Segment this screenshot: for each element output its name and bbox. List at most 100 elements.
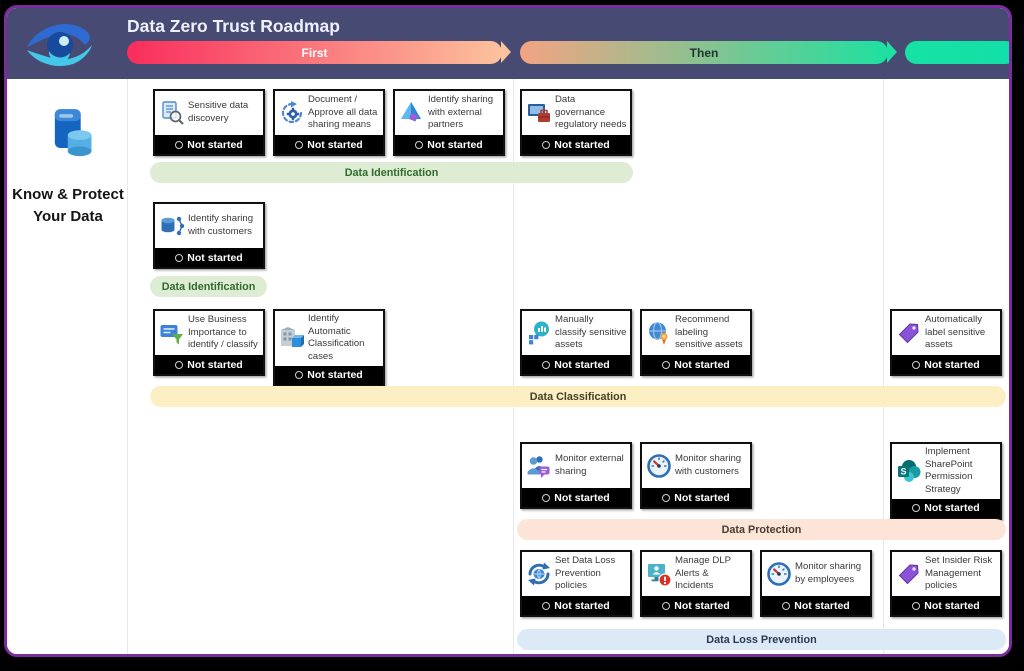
column-divider bbox=[513, 79, 514, 654]
column-divider bbox=[883, 79, 884, 654]
card-manage-dlp-alerts[interactable]: Manage DLP Alerts & Incidents Not starte… bbox=[640, 550, 752, 617]
status-label: Not started bbox=[554, 138, 610, 151]
card-status: Not started bbox=[762, 596, 870, 615]
not-started-icon bbox=[912, 360, 921, 369]
card-body: Monitor sharing with customers bbox=[642, 444, 750, 488]
card-sharepoint-permission-strategy[interactable]: S Implement SharePoint Permission Strate… bbox=[890, 442, 1002, 520]
not-started-icon bbox=[295, 371, 304, 380]
status-label: Not started bbox=[187, 138, 243, 151]
card-title: Identify sharing with external partners bbox=[428, 94, 494, 131]
card-body: Identify sharing with customers bbox=[155, 204, 263, 248]
card-funnel-icon bbox=[158, 320, 185, 347]
card-status: Not started bbox=[522, 355, 630, 374]
chart-bubble-icon bbox=[525, 320, 552, 347]
not-started-icon bbox=[662, 601, 671, 610]
globe-ribbon-icon bbox=[645, 320, 672, 347]
checklist-magnifier-icon bbox=[158, 100, 185, 127]
band-data-identification: Data Identification bbox=[150, 162, 633, 183]
card-title: Document / Approve all data sharing mean… bbox=[308, 94, 378, 131]
not-started-icon bbox=[295, 140, 304, 149]
roadmap-window: Data Zero Trust Roadmap First Then Know … bbox=[4, 5, 1012, 657]
card-recommend-labeling[interactable]: Recommend labeling sensitive assets Not … bbox=[640, 309, 752, 376]
prism-icon bbox=[398, 100, 425, 127]
database-share-icon bbox=[158, 213, 185, 240]
card-monitor-sharing-customers[interactable]: Monitor sharing with customers Not start… bbox=[640, 442, 752, 509]
status-label: Not started bbox=[307, 369, 363, 382]
card-business-importance[interactable]: Use Business Importance to identify / cl… bbox=[153, 309, 265, 376]
band-label: Data Loss Prevention bbox=[706, 633, 817, 646]
band-data-classification: Data Classification bbox=[150, 386, 1006, 407]
card-status: Not started bbox=[522, 135, 630, 154]
card-title: Identify sharing with customers bbox=[188, 213, 254, 237]
not-started-icon bbox=[175, 360, 184, 369]
status-label: Not started bbox=[307, 138, 363, 151]
card-title: Sensitive data discovery bbox=[188, 100, 249, 124]
card-body: Use Business Importance to identify / cl… bbox=[155, 311, 263, 355]
card-title: Implement SharePoint Permission Strategy bbox=[925, 446, 973, 495]
card-body: S Implement SharePoint Permission Strate… bbox=[892, 444, 1000, 499]
status-label: Not started bbox=[187, 358, 243, 371]
card-title: Monitor external sharing bbox=[555, 453, 624, 477]
card-document-approve-sharing[interactable]: Document / Approve all data sharing mean… bbox=[273, 89, 385, 156]
status-label: Not started bbox=[554, 358, 610, 371]
card-manually-classify-assets[interactable]: Manually classify sensitive assets Not s… bbox=[520, 309, 632, 376]
phase-arrow-first: First bbox=[127, 41, 511, 64]
card-status: Not started bbox=[892, 355, 1000, 374]
monitor-alert-icon bbox=[645, 561, 672, 588]
card-status: Not started bbox=[275, 365, 383, 385]
phase-label: First bbox=[301, 45, 328, 60]
not-started-icon bbox=[542, 140, 551, 149]
sharepoint-icon: S bbox=[895, 458, 922, 485]
band-label: Data Identification bbox=[344, 166, 439, 179]
card-status: Not started bbox=[892, 498, 1000, 518]
svg-text:S: S bbox=[900, 467, 906, 477]
card-body: Monitor sharing by employees bbox=[762, 552, 870, 596]
card-sensitive-data-discovery[interactable]: Sensitive data discovery Not started bbox=[153, 89, 265, 156]
card-status: Not started bbox=[522, 596, 630, 615]
card-body: Identify Automatic Classification cases bbox=[275, 311, 383, 366]
phase-arrow-next bbox=[905, 41, 1009, 64]
card-body: Manage DLP Alerts & Incidents bbox=[642, 552, 750, 596]
card-data-governance-regulatory[interactable]: Data governance regulatory needs Not sta… bbox=[520, 89, 632, 156]
card-monitor-external-sharing[interactable]: Monitor external sharing Not started bbox=[520, 442, 632, 509]
not-started-icon bbox=[912, 504, 921, 513]
card-status: Not started bbox=[642, 355, 750, 374]
card-title: Data governance regulatory needs bbox=[555, 94, 627, 131]
category-label: Know & Protect Your Data bbox=[12, 186, 124, 225]
card-status: Not started bbox=[522, 488, 630, 507]
card-status: Not started bbox=[155, 355, 263, 374]
card-title: Set Data Loss Prevention policies bbox=[555, 555, 616, 592]
card-title: Recommend labeling sensitive assets bbox=[675, 314, 743, 351]
status-label: Not started bbox=[674, 599, 730, 612]
card-status: Not started bbox=[155, 135, 263, 154]
header: Data Zero Trust Roadmap First Then bbox=[7, 8, 1009, 79]
card-status: Not started bbox=[642, 596, 750, 615]
sync-sphere-icon bbox=[525, 561, 552, 588]
card-automatically-label-assets[interactable]: Automatically label sensitive assets Not… bbox=[890, 309, 1002, 376]
not-started-icon bbox=[175, 253, 184, 262]
not-started-icon bbox=[662, 493, 671, 502]
card-body: Identify sharing with external partners bbox=[395, 91, 503, 135]
card-automatic-classification-cases[interactable]: Identify Automatic Classification cases … bbox=[273, 309, 385, 387]
card-set-dlp-policies[interactable]: Set Data Loss Prevention policies Not st… bbox=[520, 550, 632, 617]
not-started-icon bbox=[662, 360, 671, 369]
card-identify-external-partners[interactable]: Identify sharing with external partners … bbox=[393, 89, 505, 156]
band-data-loss-prevention: Data Loss Prevention bbox=[517, 629, 1006, 650]
band-label: Data Classification bbox=[529, 390, 627, 403]
card-insider-risk-policies[interactable]: Set Insider Risk Management policies Not… bbox=[890, 550, 1002, 617]
not-started-icon bbox=[415, 140, 424, 149]
not-started-icon bbox=[782, 601, 791, 610]
people-chat-icon bbox=[525, 453, 552, 480]
card-identify-sharing-customers[interactable]: Identify sharing with customers Not star… bbox=[153, 202, 265, 269]
card-body: Sensitive data discovery bbox=[155, 91, 263, 135]
card-title: Manually classify sensitive assets bbox=[555, 314, 627, 351]
phase-label: Then bbox=[689, 45, 719, 60]
status-label: Not started bbox=[924, 358, 980, 371]
status-label: Not started bbox=[794, 599, 850, 612]
column-divider bbox=[127, 79, 128, 654]
purple-tag-icon bbox=[895, 561, 922, 588]
not-started-icon bbox=[542, 601, 551, 610]
band-label: Data Protection bbox=[721, 523, 802, 536]
card-monitor-sharing-employees[interactable]: Monitor sharing by employees Not started bbox=[760, 550, 872, 617]
gauge-icon bbox=[645, 453, 672, 480]
